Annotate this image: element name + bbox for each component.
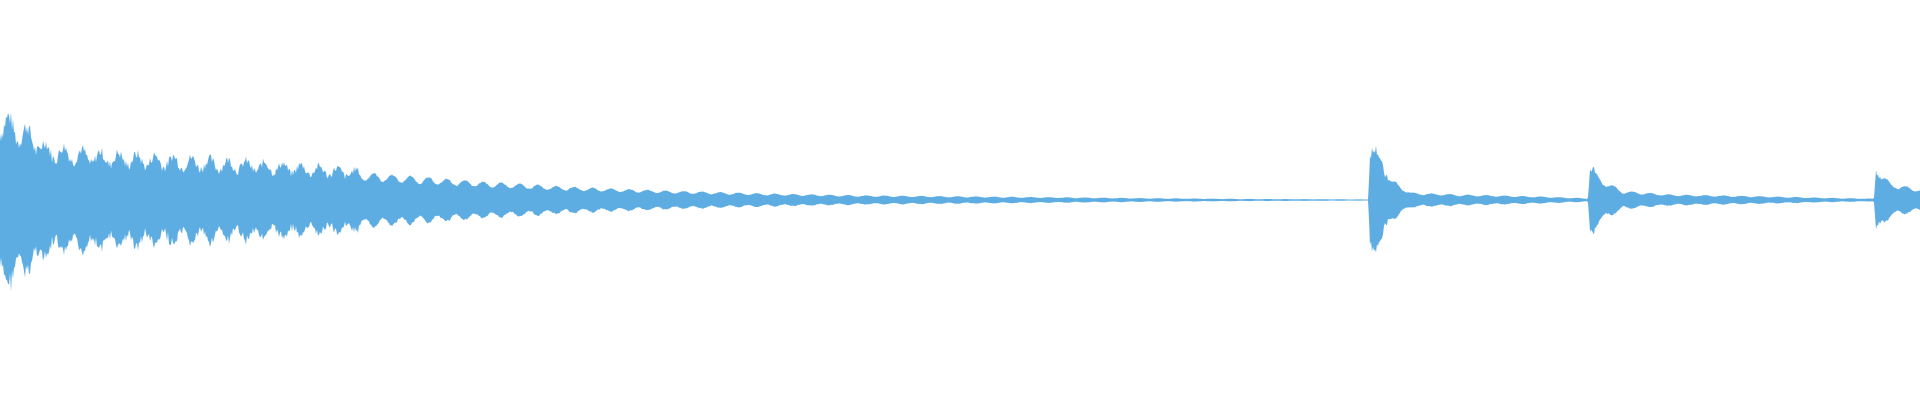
- waveform-path: [0, 111, 1920, 293]
